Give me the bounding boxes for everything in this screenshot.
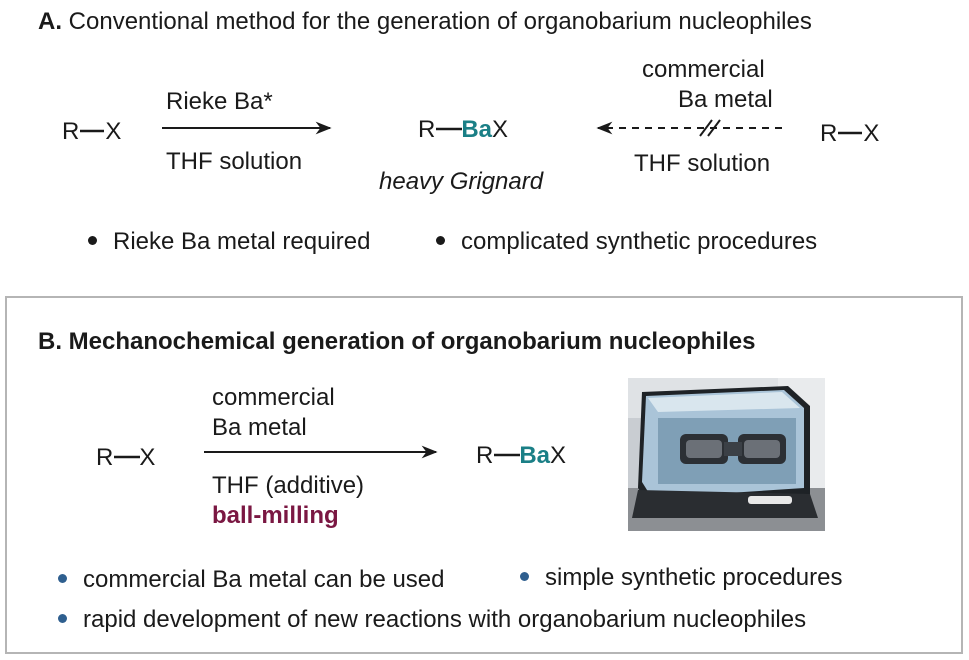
- a-bullet-1-text: Rieke Ba metal required: [113, 228, 371, 255]
- a-left-r: R: [62, 118, 80, 145]
- a-blocked-mark-2: [707, 119, 721, 137]
- section-a-title-text: Conventional method for the generation o…: [68, 8, 812, 35]
- b-product-ba: Ba: [519, 442, 551, 469]
- section-b-frame: [5, 296, 963, 654]
- section-b-title: B. Mechanochemical generation of organob…: [38, 328, 756, 355]
- b-bullet-3: rapid development of new reactions with …: [58, 606, 806, 634]
- bullet-dot: [88, 236, 97, 246]
- a-right-r: R: [820, 120, 838, 147]
- a-blocked-mark-1: [699, 119, 713, 137]
- b-reactant-r: R: [96, 444, 114, 471]
- b-arrow-top-line2: Ba metal: [212, 414, 307, 441]
- a-right-bottom-label: THF solution: [634, 150, 771, 177]
- bullet-dot: [436, 236, 445, 246]
- bullet-dot: [58, 614, 67, 624]
- bullet-dot: [520, 572, 529, 582]
- b-product-r: R: [476, 442, 494, 469]
- a-arrow-bottom-label: THF solution: [166, 148, 303, 175]
- a-product-x: X: [492, 116, 509, 143]
- section-a-title: A. Conventional method for the generatio…: [38, 8, 812, 36]
- section-a-label: A.: [38, 8, 62, 35]
- a-right-x: X: [863, 120, 880, 147]
- b-bullet-1: commercial Ba metal can be used: [58, 566, 445, 594]
- b-product: R BaX: [476, 442, 566, 470]
- a-left-x: X: [105, 118, 122, 145]
- b-product-x: X: [550, 442, 567, 469]
- a-arrow-top-label: Rieke Ba*: [166, 88, 273, 115]
- a-bullet-2: complicated synthetic procedures: [436, 228, 817, 256]
- b-arrow-top-line1: commercial: [212, 384, 335, 411]
- b-bullet-3-text: rapid development of new reactions with …: [83, 606, 807, 633]
- a-product-caption: heavy Grignard: [379, 168, 544, 195]
- ball-mill-photo: [628, 378, 825, 531]
- a-product: R BaX: [418, 116, 508, 144]
- bullet-dot: [58, 574, 67, 584]
- b-bullet-2: simple synthetic procedures: [520, 564, 842, 592]
- b-reactant-x: X: [139, 444, 156, 471]
- b-bullet-1-text: commercial Ba metal can be used: [83, 566, 445, 593]
- a-product-r: R: [418, 116, 436, 143]
- a-right-top-line2: Ba metal: [678, 86, 773, 113]
- a-bullet-2-text: complicated synthetic procedures: [461, 228, 818, 255]
- b-arrow-bottom-line1: THF (additive): [212, 472, 365, 499]
- a-right-top-line1: commercial: [642, 56, 765, 83]
- a-product-ba: Ba: [461, 116, 493, 143]
- b-ball-milling-label: ball-milling: [212, 502, 339, 529]
- a-bullet-1: Rieke Ba metal required: [88, 228, 370, 256]
- b-bullet-2-text: simple synthetic procedures: [545, 564, 843, 591]
